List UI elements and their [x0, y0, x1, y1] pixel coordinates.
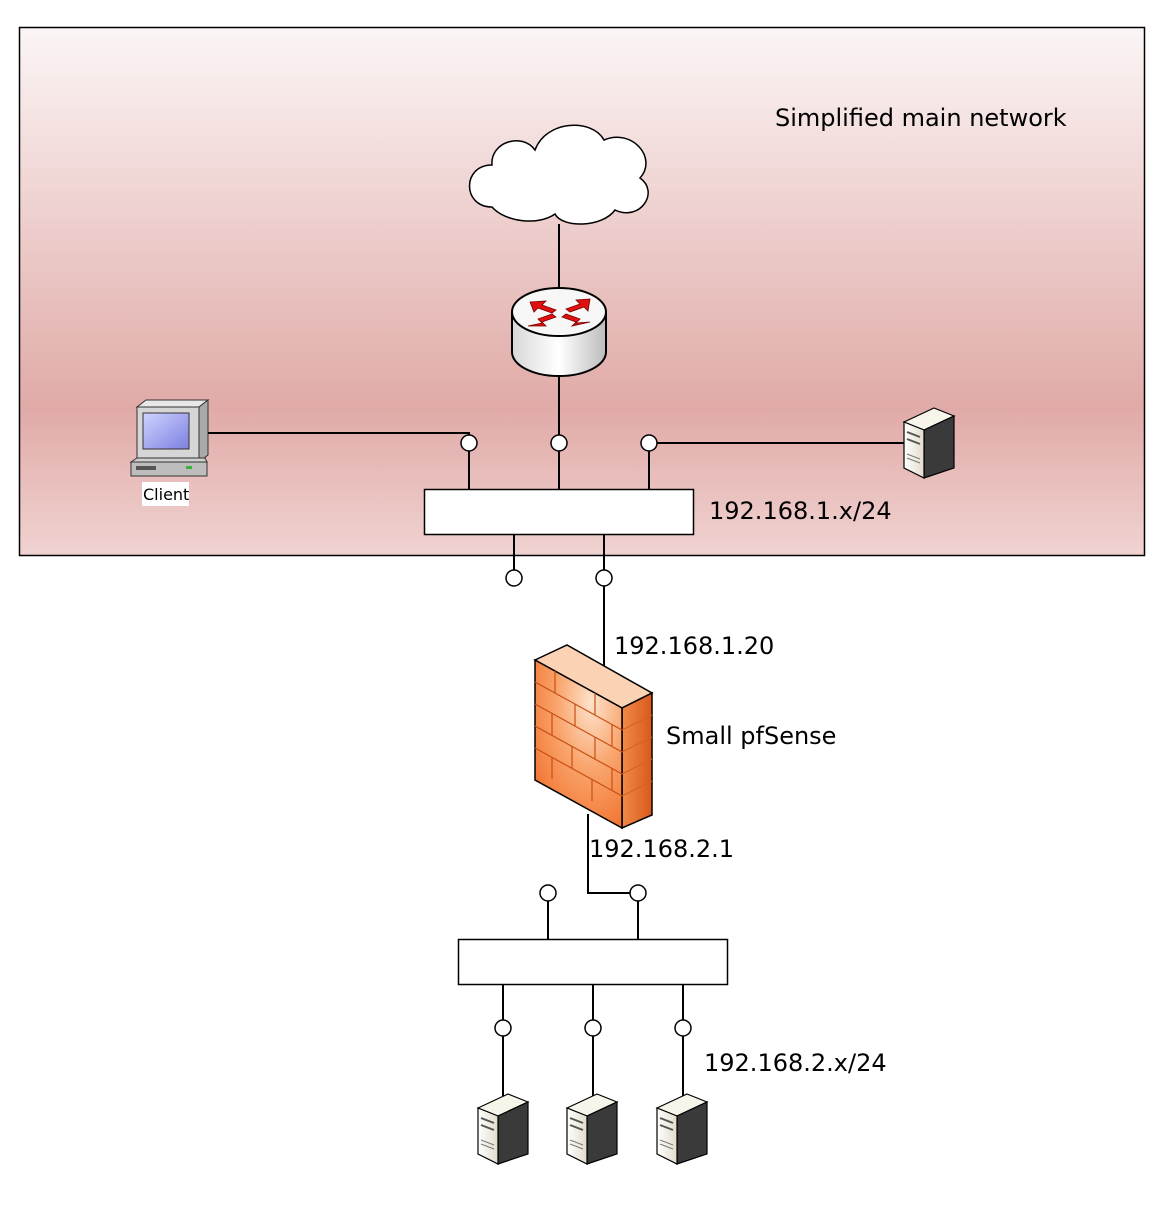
- firewall-name: Small pfSense: [666, 722, 836, 750]
- server-icon: [902, 407, 956, 479]
- main-network-title: Simplified main network: [775, 104, 1067, 132]
- server-icon: [565, 1093, 619, 1165]
- client-label-box: [142, 482, 189, 506]
- desktop-computer-icon: [129, 398, 210, 477]
- firewall-lan-ip: 192.168.2.1: [589, 835, 734, 863]
- server-icon: [476, 1093, 530, 1165]
- lan-switch-icon: [457, 884, 729, 1098]
- firewall-lan-switch-link: [587, 814, 630, 894]
- cloud-icon: [468, 124, 649, 225]
- switch-icon: [423, 434, 695, 587]
- firewall-icon: [533, 644, 654, 830]
- router-icon: [511, 287, 607, 377]
- lan-subnet-label: 192.168.2.x/24: [704, 1049, 887, 1077]
- firewall-wan-ip: 192.168.1.20: [614, 632, 774, 660]
- main-subnet-label: 192.168.1.x/24: [709, 497, 892, 525]
- client-label: Client: [143, 485, 189, 504]
- server-icon: [655, 1093, 709, 1165]
